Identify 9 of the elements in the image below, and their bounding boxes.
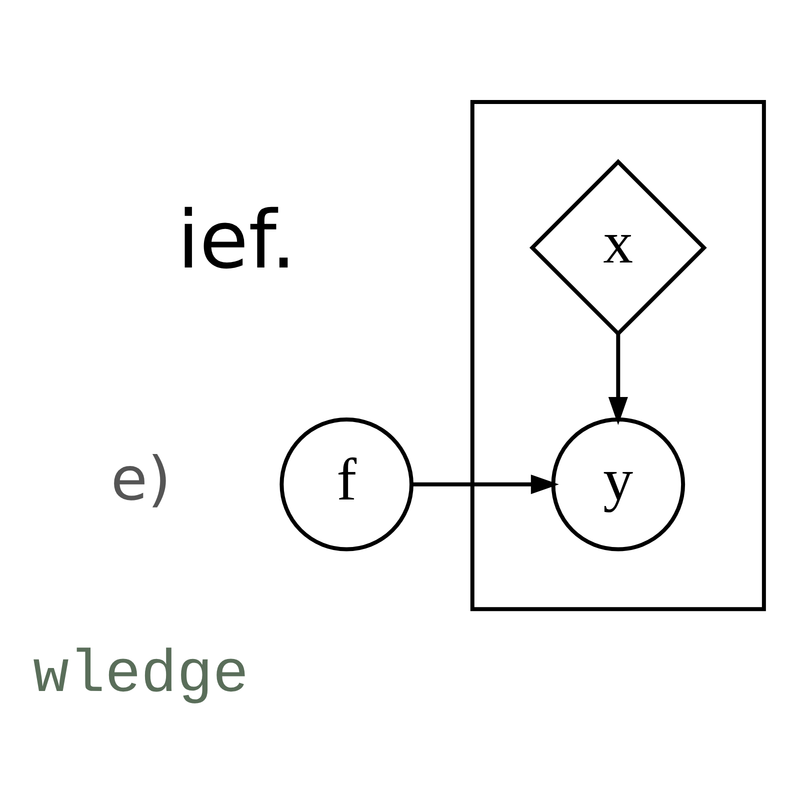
arrow xyxy=(412,474,559,494)
arrow xyxy=(608,334,628,425)
node-diamond: x xyxy=(529,159,707,336)
label: e) xyxy=(110,444,172,514)
node-circle: f xyxy=(280,417,414,552)
label: ief. xyxy=(177,194,296,287)
cluster xyxy=(470,100,766,612)
node-circle: y xyxy=(551,417,686,552)
label: wledge xyxy=(33,641,249,710)
